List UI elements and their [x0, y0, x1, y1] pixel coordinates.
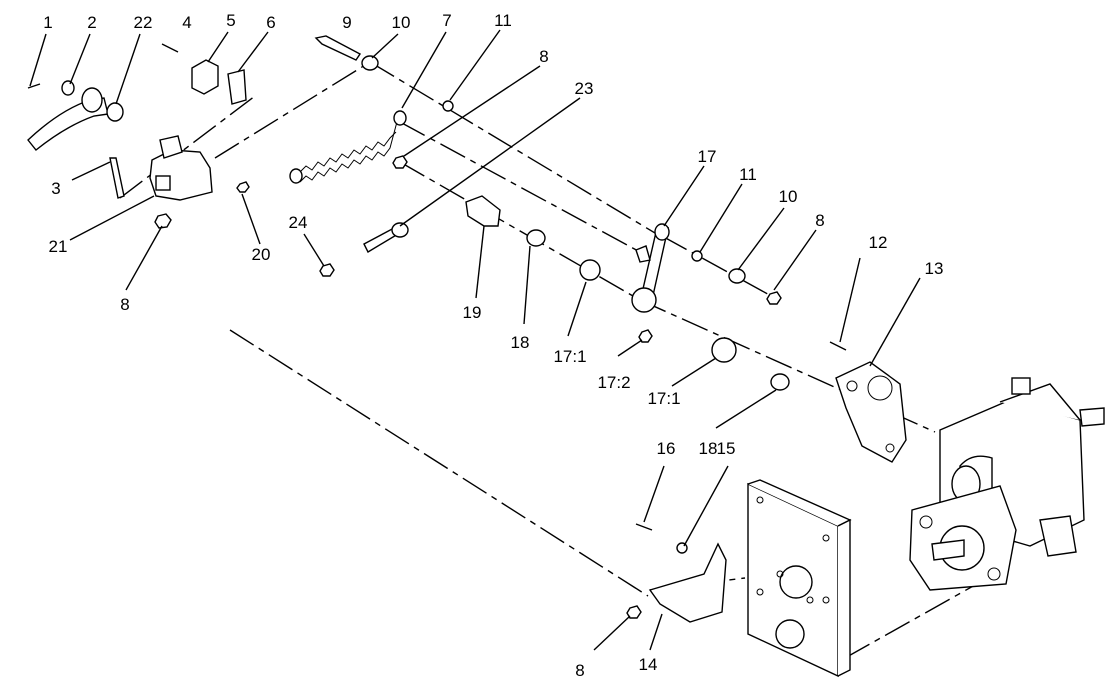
label-4: 4: [182, 13, 191, 32]
mount-plate: [747, 479, 852, 678]
label-17: 17: [698, 147, 717, 166]
spring-linkage: [289, 35, 454, 277]
label-19: 19: [463, 303, 482, 322]
label-2: 2: [87, 13, 96, 32]
label-18-left: 18: [511, 333, 530, 352]
label-24: 24: [289, 213, 308, 232]
bracket: [626, 523, 727, 623]
label-1: 1: [43, 13, 52, 32]
pivot-arm-assembly: [465, 195, 790, 391]
label-20: 20: [252, 245, 271, 264]
control-lever-assembly: [27, 43, 250, 229]
label-3: 3: [51, 179, 60, 198]
label-15: 15: [717, 439, 736, 458]
label-21: 21: [49, 237, 68, 256]
label-23: 23: [575, 79, 594, 98]
hydrostatic-pump: [909, 377, 1105, 591]
label-7: 7: [442, 11, 451, 30]
label-5: 5: [226, 11, 235, 30]
callout-labels: 1 2 22 4 5 6 9 10 7 11 8 23 3 21 8 20 24…: [43, 11, 943, 680]
label-18-right: 18: [699, 439, 718, 458]
label-9: 9: [342, 13, 351, 32]
label-22: 22: [134, 13, 153, 32]
label-17-1-left: 17:1: [553, 347, 586, 366]
label-8-top: 8: [539, 47, 548, 66]
label-8-bottom: 8: [575, 661, 584, 680]
label-10-top: 10: [392, 13, 411, 32]
label-13: 13: [925, 259, 944, 278]
label-17-2: 17:2: [597, 373, 630, 392]
label-8-left: 8: [120, 295, 129, 314]
leader-lines: [29, 29, 921, 651]
gasket-plate: [829, 341, 907, 463]
label-11-top: 11: [494, 11, 512, 30]
label-17-1-right: 17:1: [647, 389, 680, 408]
label-8-right: 8: [815, 211, 824, 230]
label-14: 14: [639, 655, 658, 674]
label-10-right: 10: [779, 187, 798, 206]
label-12: 12: [869, 233, 888, 252]
label-6: 6: [266, 13, 275, 32]
label-11-right: 11: [739, 165, 757, 184]
label-16: 16: [657, 439, 676, 458]
